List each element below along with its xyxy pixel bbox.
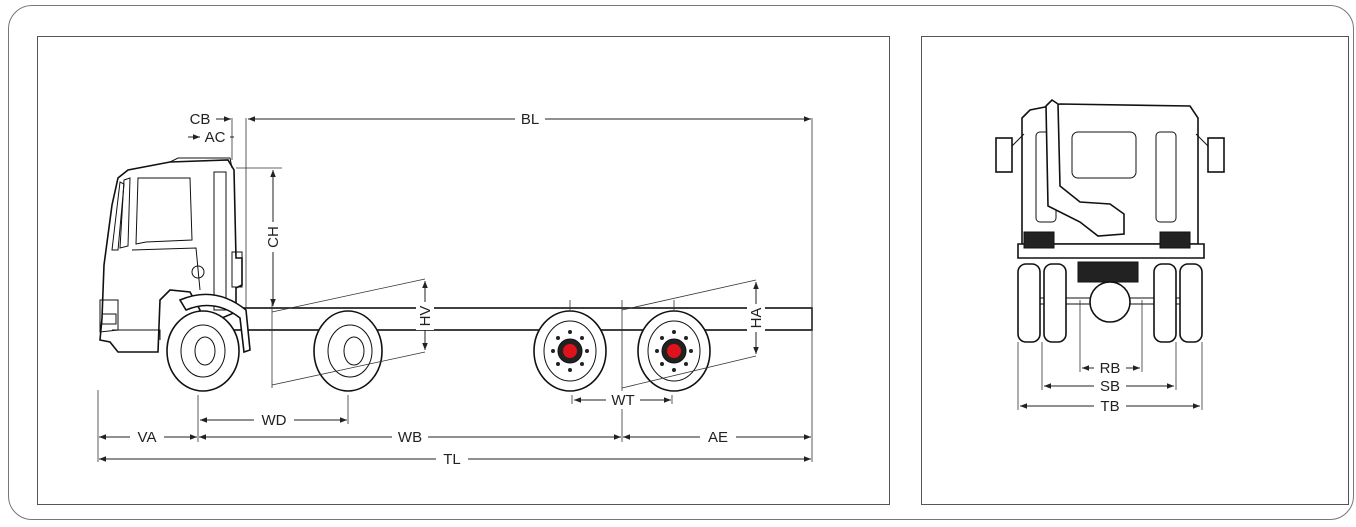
side-view-labels: BL CB AC CH HV HA WD WT VA WB AE TL xyxy=(130,110,765,468)
truck-rear-view xyxy=(995,98,1225,343)
rear-wheel-1 xyxy=(533,310,607,392)
outer-frame xyxy=(8,5,1354,520)
rear-tire-outer-right xyxy=(1179,263,1203,343)
label-CH: CH xyxy=(265,226,282,248)
label-WB: WB xyxy=(398,429,422,446)
label-HA: HA xyxy=(748,308,765,329)
differential xyxy=(1089,281,1131,323)
rear-view-labels: RB SB TB xyxy=(1094,359,1126,415)
cab-window xyxy=(135,177,193,245)
label-BL: BL xyxy=(521,111,539,128)
label-TB: TB xyxy=(1100,398,1119,415)
label-WT: WT xyxy=(611,392,634,409)
front-wheel-1 xyxy=(166,310,240,392)
rear-tire-inner-left xyxy=(1043,263,1067,343)
label-WD: WD xyxy=(262,412,287,429)
label-VA: VA xyxy=(138,429,157,446)
front-wheel-2 xyxy=(313,310,383,392)
right-mirror xyxy=(1207,137,1225,173)
label-SB: SB xyxy=(1100,378,1120,395)
rear-tire-inner-right xyxy=(1153,263,1177,343)
label-RB: RB xyxy=(1100,360,1121,377)
chassis-frame xyxy=(199,307,813,331)
rear-wheel-2 xyxy=(637,310,711,392)
rear-tire-outer-left xyxy=(1017,263,1041,343)
label-AC: AC xyxy=(205,129,226,146)
label-AE: AE xyxy=(708,429,728,446)
cab-rear-pillar xyxy=(213,171,227,311)
label-TL: TL xyxy=(443,451,461,468)
label-HV: HV xyxy=(417,306,434,327)
exhaust-box xyxy=(231,251,243,288)
label-CB: CB xyxy=(190,111,211,128)
left-mirror xyxy=(995,137,1013,173)
